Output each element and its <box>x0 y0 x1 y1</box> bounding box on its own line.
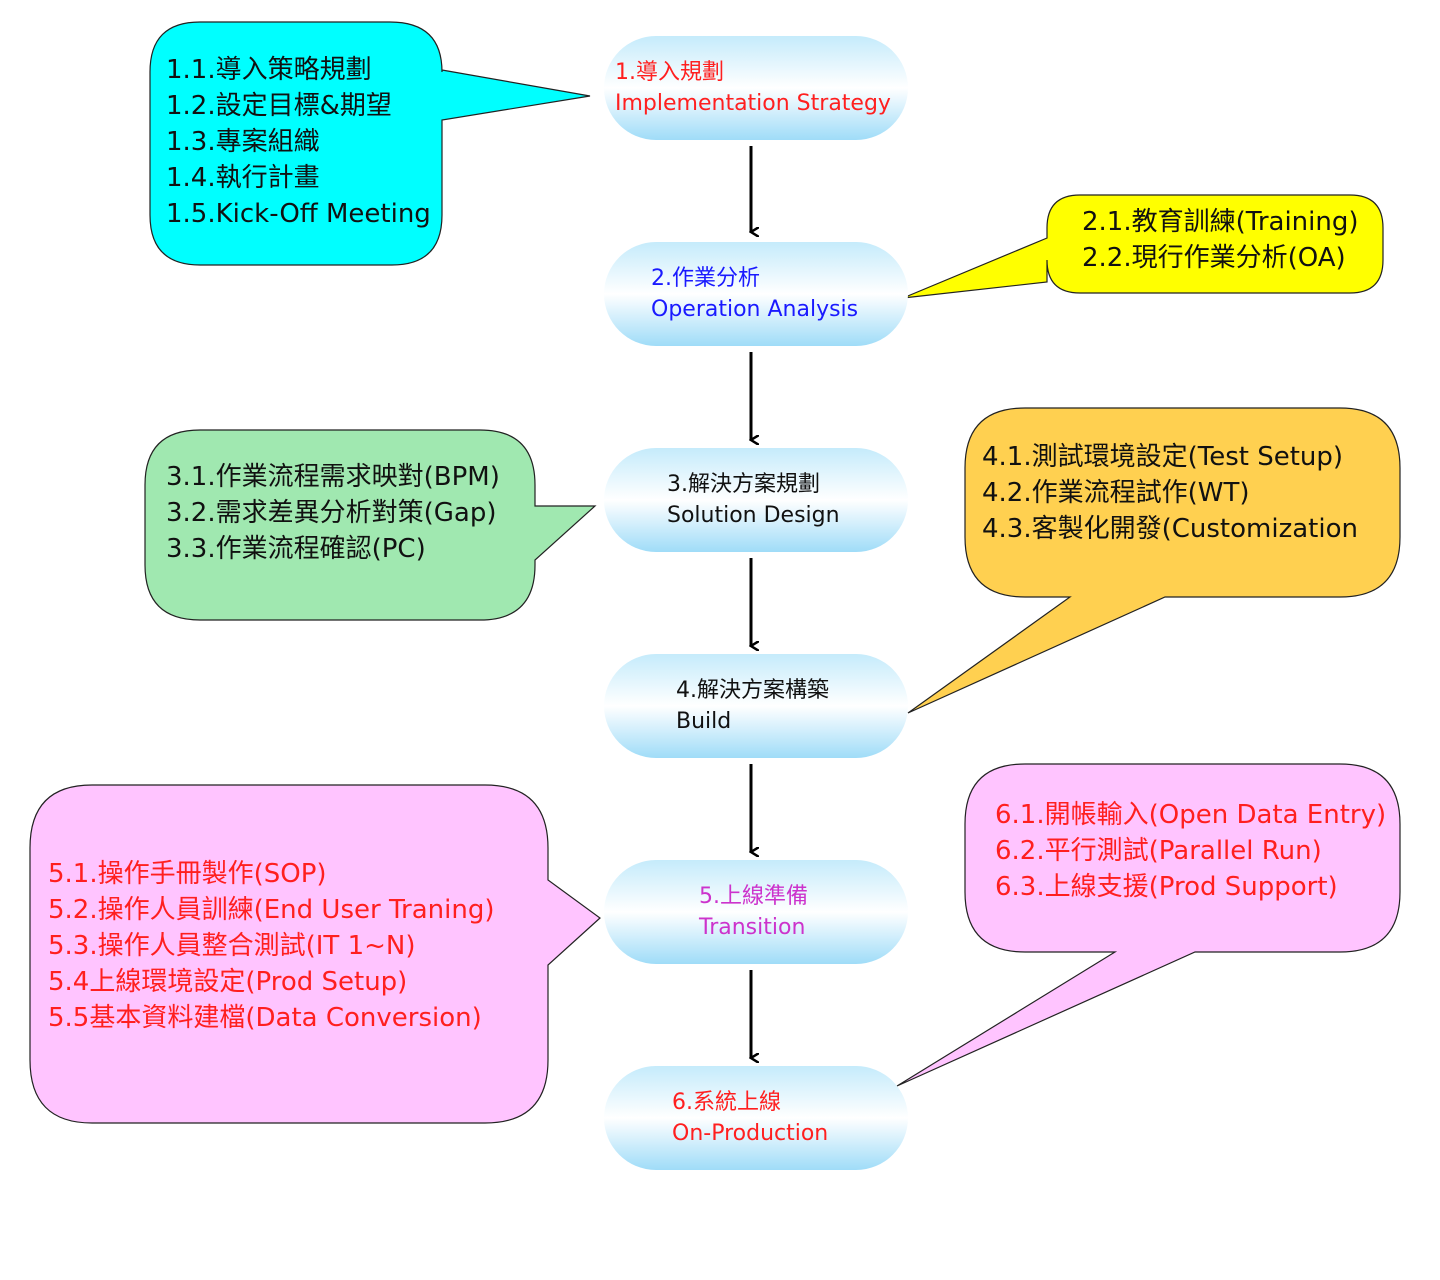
step-transition: 5.上線準備 Transition <box>604 860 908 964</box>
callout-line: 4.2.作業流程試作(WT) <box>982 478 1250 508</box>
step-subtitle: Solution Design <box>667 503 840 528</box>
step-title: 5.上線準備 <box>699 884 808 909</box>
step-title: 3.解決方案規劃 <box>667 472 820 497</box>
step-build: 4.解決方案構築 Build <box>604 654 908 758</box>
callout-line: 4.3.客製化開發(Customization <box>982 514 1358 544</box>
callout-line: 4.1.測試環境設定(Test Setup) <box>982 442 1344 472</box>
callout-line: 5.3.操作人員整合測試(IT 1~N) <box>48 931 416 961</box>
callout-4-text: 4.1.測試環境設定(Test Setup) 4.2.作業流程試作(WT) 4.… <box>982 439 1358 547</box>
callout-6-text: 6.1.開帳輸入(Open Data Entry) 6.2.平行測試(Paral… <box>995 797 1386 905</box>
callout-line: 2.1.教育訓練(Training) <box>1082 207 1359 237</box>
step-subtitle: Implementation Strategy <box>615 91 891 116</box>
callout-4-bubble <box>907 407 1401 714</box>
callout-line: 3.3.作業流程確認(PC) <box>166 534 426 564</box>
step-subtitle: Build <box>676 709 732 734</box>
callout-line: 5.1.操作手冊製作(SOP) <box>48 859 327 889</box>
step-operation-analysis: 2.作業分析 Operation Analysis <box>604 242 908 346</box>
step-title: 2.作業分析 <box>651 266 760 291</box>
callout-2-bubble <box>902 194 1384 299</box>
step-subtitle: Operation Analysis <box>651 297 859 322</box>
callout-line: 3.2.需求差異分析對策(Gap) <box>166 498 497 528</box>
callout-line: 6.2.平行測試(Parallel Run) <box>995 836 1322 866</box>
callout-2-text: 2.1.教育訓練(Training) 2.2.現行作業分析(OA) <box>1082 204 1359 276</box>
step-title: 4.解決方案構築 <box>676 678 829 703</box>
step-subtitle: Transition <box>699 915 806 940</box>
callout-line: 3.1.作業流程需求映對(BPM) <box>166 462 500 492</box>
callout-line: 1.4.執行計畫 <box>166 163 320 193</box>
callout-line: 5.4上線環境設定(Prod Setup) <box>48 967 408 997</box>
callout-line: 6.1.開帳輸入(Open Data Entry) <box>995 800 1387 830</box>
step-title: 1.導入規劃 <box>615 60 724 85</box>
callout-3-bubble <box>144 429 597 621</box>
callout-line: 1.1.導入策略規劃 <box>166 55 372 85</box>
callout-line: 1.5.Kick-Off Meeting <box>166 199 431 229</box>
step-on-production: 6.系統上線 On-Production <box>604 1066 908 1170</box>
callout-6-bubble <box>896 763 1401 1087</box>
callout-line: 5.5基本資料建檔(Data Conversion) <box>48 1003 482 1033</box>
step-solution-design: 3.解決方案規劃 Solution Design <box>604 448 908 552</box>
step-title: 6.系統上線 <box>672 1090 781 1115</box>
callout-line: 1.3.專案組織 <box>166 127 320 157</box>
callout-1-bubble <box>149 21 591 266</box>
callout-line: 1.2.設定目標&期望 <box>166 91 392 121</box>
callout-line: 6.3.上線支援(Prod Support) <box>995 872 1338 902</box>
step-subtitle: On-Production <box>672 1121 829 1146</box>
callout-5-text: 5.1.操作手冊製作(SOP) 5.2.操作人員訓練(End User Tran… <box>48 856 494 1036</box>
step-implementation-strategy: 1.導入規劃 Implementation Strategy <box>604 36 908 140</box>
callout-line: 2.2.現行作業分析(OA) <box>1082 243 1346 273</box>
callout-3-text: 3.1.作業流程需求映對(BPM) 3.2.需求差異分析對策(Gap) 3.3.… <box>166 459 500 567</box>
callout-5-bubble <box>29 784 601 1124</box>
callout-line: 5.2.操作人員訓練(End User Traning) <box>48 895 495 925</box>
callout-1-text: 1.1.導入策略規劃 1.2.設定目標&期望 1.3.專案組織 1.4.執行計畫… <box>166 52 431 232</box>
